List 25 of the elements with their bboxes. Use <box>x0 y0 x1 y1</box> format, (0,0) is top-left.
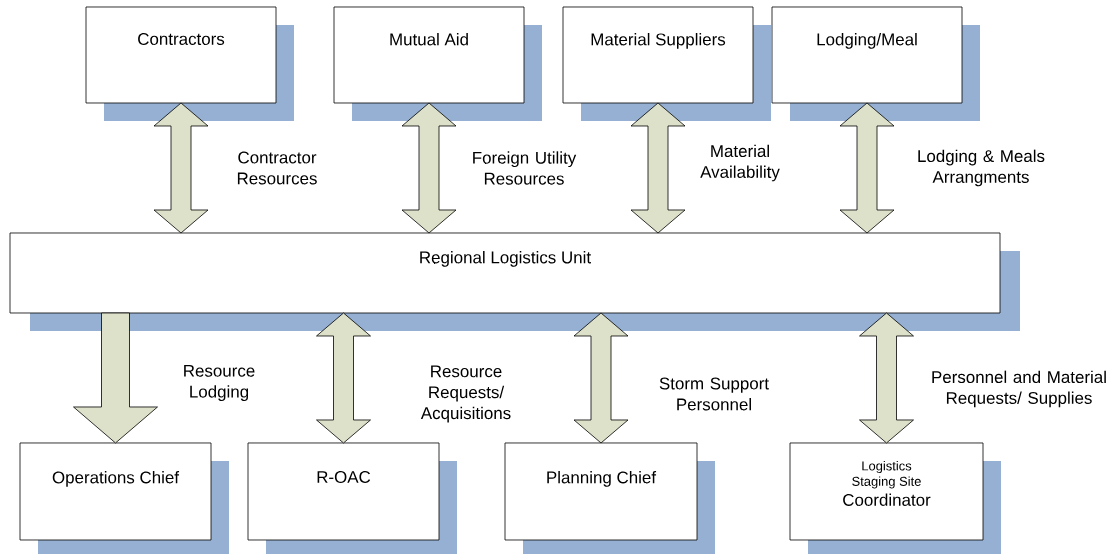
edge-label: Resource Requests/ Acquisitions <box>420 365 511 423</box>
process-box: Logistics Staging Site Coordinator <box>789 442 984 541</box>
double-arrow <box>153 102 209 234</box>
double-arrow <box>573 312 629 444</box>
process-box: R-OAC <box>247 442 440 541</box>
edge-label: Lodging & Meals Arrangments <box>918 149 1045 187</box>
process-box: Operations Chief <box>19 442 212 541</box>
process-box: Contractors <box>85 6 277 104</box>
process-box: Material Suppliers <box>562 6 754 104</box>
process-box: Lodging/Meal <box>771 6 963 104</box>
edge-label: Personnel and Material Requests/ Supplies <box>932 370 1106 408</box>
double-arrow <box>401 102 457 234</box>
edge-label: Resource Lodging <box>184 364 255 402</box>
edge-label: Foreign Utility Resources <box>473 151 577 185</box>
double-arrow <box>316 312 371 444</box>
double-arrow <box>839 102 895 234</box>
edge-label: Material Availability <box>700 144 780 182</box>
double-arrow <box>630 102 686 234</box>
process-box: Regional Logistics Unit <box>9 232 1001 314</box>
edge-label: Storm Support Personnel <box>659 377 769 411</box>
process-box: Planning Chief <box>504 442 698 541</box>
block-arrow <box>73 312 158 444</box>
edge-label: Contractor Resources <box>237 151 317 185</box>
double-arrow <box>859 312 914 444</box>
process-box: Mutual Aid <box>333 6 525 104</box>
